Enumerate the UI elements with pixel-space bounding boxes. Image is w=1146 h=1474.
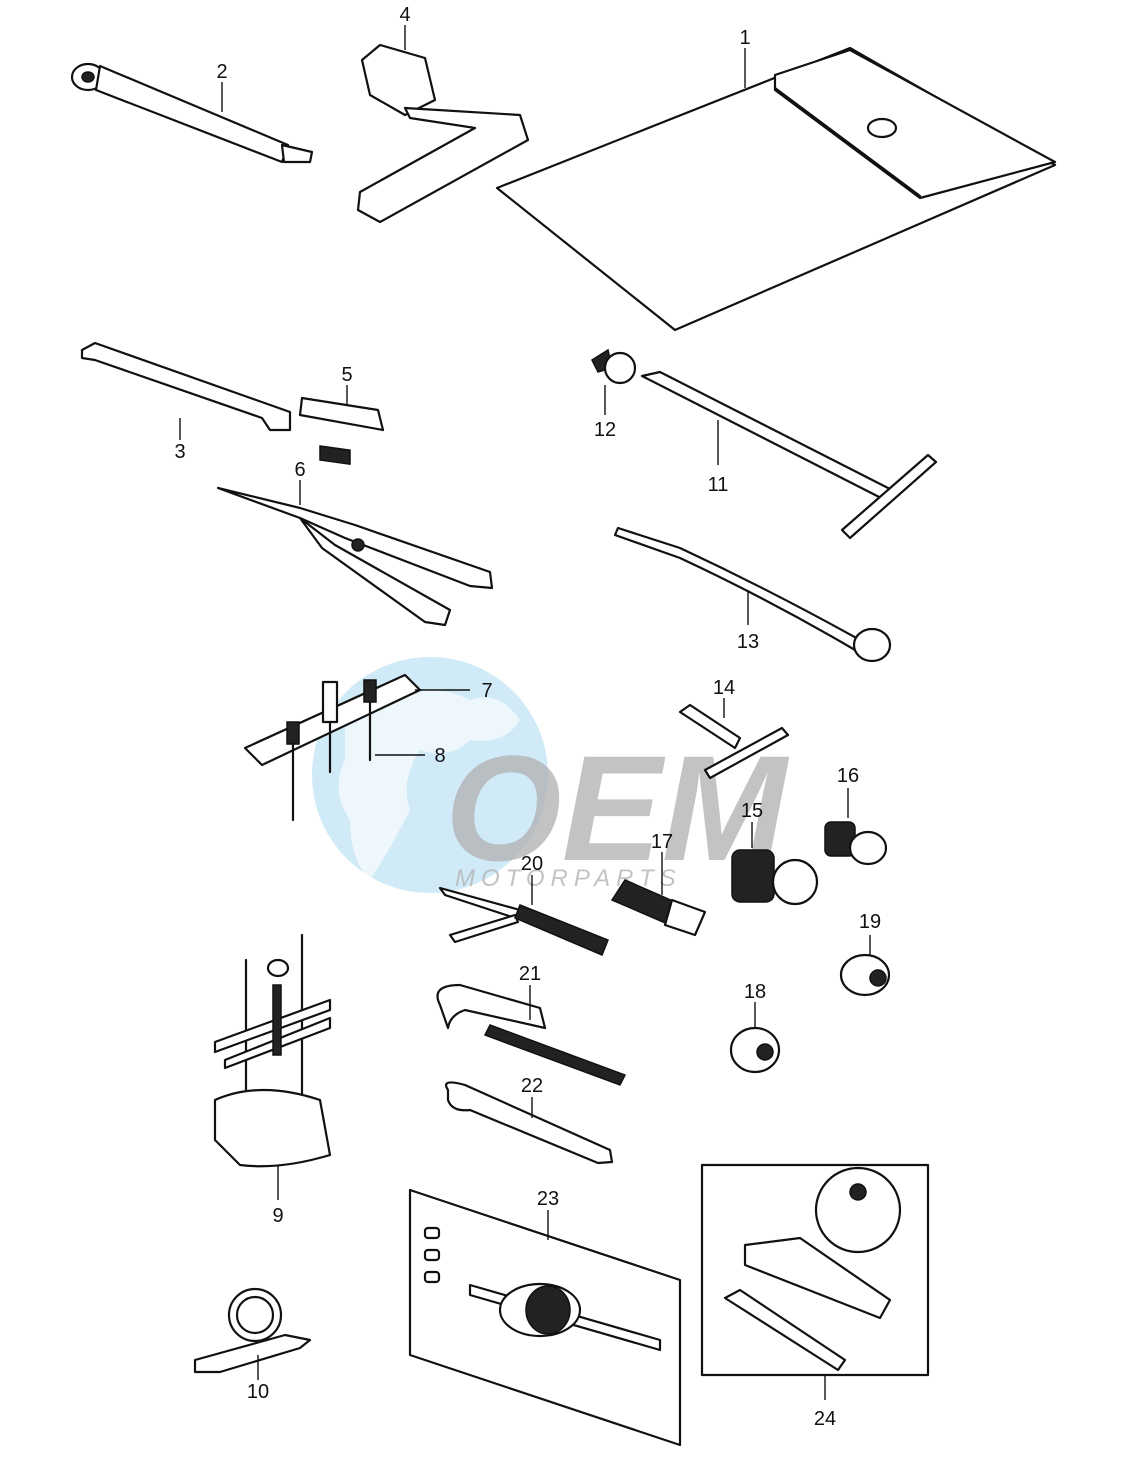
part-13-rod: [613, 526, 892, 663]
label-4: 4: [399, 4, 410, 26]
label-12: 12: [594, 419, 616, 441]
part-12-socket: [591, 348, 637, 415]
part-14-t-tool: [678, 698, 790, 780]
part-1-tool-bag: [495, 46, 1057, 332]
part-17-handle: [610, 852, 707, 937]
label-11: 11: [708, 474, 729, 496]
label-24: 24: [814, 1408, 836, 1430]
part-21-hook-wrench: [436, 983, 627, 1086]
label-18: 18: [744, 981, 766, 1003]
label-21: 21: [519, 963, 541, 985]
label-17: 17: [651, 831, 673, 853]
part-11-t-handle: [640, 370, 938, 540]
label-13: 13: [737, 631, 759, 653]
part-4-plug-wrench: [356, 25, 530, 224]
label-10: 10: [247, 1381, 269, 1403]
watermark-sub-text: MOTORPARTS: [455, 865, 682, 892]
label-6: 6: [294, 459, 305, 481]
part-20-tool: [438, 875, 609, 956]
label-3: 3: [174, 441, 185, 463]
label-9: 9: [272, 1205, 283, 1227]
label-19: 19: [859, 911, 881, 933]
part-22-spanner: [444, 1081, 614, 1165]
part-5-bit: [298, 385, 385, 466]
part-16-adapter: [824, 788, 888, 866]
part-7-8-puller: [243, 673, 470, 822]
part-18-collar: [729, 1002, 781, 1074]
watermark-continents: [338, 690, 520, 880]
label-16: 16: [837, 765, 859, 787]
part-15-adapter: [731, 822, 819, 906]
label-8: 8: [434, 745, 445, 767]
label-1: 1: [739, 27, 750, 49]
label-5: 5: [341, 364, 352, 386]
label-23: 23: [537, 1188, 559, 1210]
part-3-wrench: [80, 341, 292, 440]
label-22: 22: [521, 1075, 543, 1097]
part-24-gear-holder-box: [700, 1163, 930, 1400]
part-10-dial-gauge: [193, 1287, 312, 1380]
label-7: 7: [481, 680, 492, 702]
label-2: 2: [216, 61, 227, 83]
part-23-slide-hammer-box: [408, 1188, 682, 1447]
part-6-pliers: [216, 480, 494, 627]
label-14: 14: [713, 677, 735, 699]
part-19-collar: [839, 935, 891, 997]
label-20: 20: [521, 853, 543, 875]
part-9-puller-stand: [213, 933, 332, 1200]
label-15: 15: [741, 800, 763, 822]
part-2-socket-wrench: [70, 62, 314, 164]
